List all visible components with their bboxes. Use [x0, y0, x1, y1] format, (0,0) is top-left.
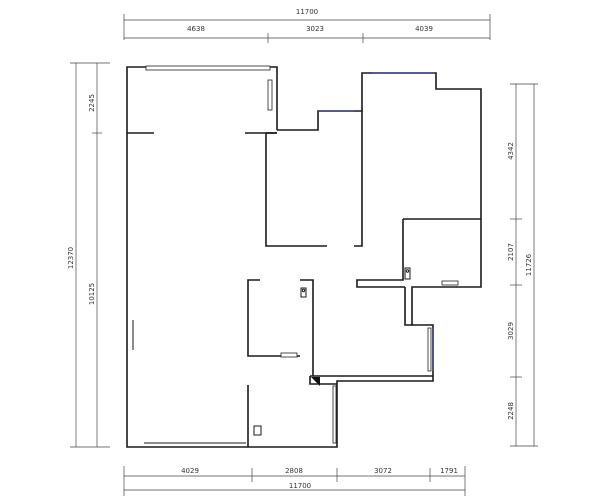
bottom-segment-1-label: 4029 [181, 467, 199, 475]
fixtures [253, 267, 411, 436]
bottom-dimensions: 4029 2808 3072 1791 11700 [123, 466, 466, 496]
ensuite-window [441, 280, 459, 286]
master-bedroom-left-wall [354, 111, 363, 247]
kitchen-fixture-icon [253, 425, 262, 436]
top-total-label: 11700 [296, 8, 318, 16]
entry-partition [309, 376, 337, 385]
right-segment-1-label: 4342 [507, 142, 515, 160]
right-segment-4-label: 2248 [507, 402, 515, 420]
living-room-side-window [267, 79, 273, 111]
walls [126, 66, 482, 448]
entry-door-marker-icon [311, 377, 320, 386]
balcony-window [332, 385, 337, 444]
bottom-segment-4-label: 1791 [440, 467, 458, 475]
small-bath-drain-icon [301, 288, 306, 293]
left-dimensions: 12370 2245 10125 [67, 62, 110, 448]
ensuite-drain-icon [405, 269, 410, 273]
left-total-label: 12370 [67, 247, 75, 269]
left-segment-1-label: 2245 [88, 94, 96, 112]
lower-room-window-frame [427, 327, 432, 372]
ensuite-left-wall [356, 219, 405, 288]
bottom-segment-3-label: 3072 [374, 467, 392, 475]
top-segment-2-label: 3023 [306, 25, 324, 33]
small-bath-pipe-icon [300, 287, 307, 298]
right-dimensions: 4342 2107 3029 2248 11726 [507, 83, 538, 447]
right-total-label: 11726 [525, 253, 533, 276]
small-bath-walls [247, 279, 300, 357]
top-segment-1-label: 4638 [187, 25, 205, 33]
left-segment-2-label: 10125 [88, 283, 96, 305]
windows [132, 65, 459, 444]
bedroom-2-walls [265, 133, 327, 247]
top-segment-3-label: 4039 [415, 25, 433, 33]
small-bath-window [280, 352, 298, 358]
right-segment-3-label: 3029 [507, 322, 515, 340]
outer-wall-left-top [126, 66, 482, 448]
living-room-top-window [145, 65, 271, 71]
lower-room-left-wall [404, 287, 412, 326]
right-segment-2-label: 2107 [507, 243, 515, 261]
ensuite-pipe-icon [404, 267, 411, 280]
top-dimensions: 11700 4638 3023 4039 [123, 8, 491, 43]
bottom-total-label: 11700 [289, 482, 311, 490]
small-bath-right-wall [300, 279, 314, 376]
bottom-segment-2-label: 2808 [285, 467, 303, 475]
